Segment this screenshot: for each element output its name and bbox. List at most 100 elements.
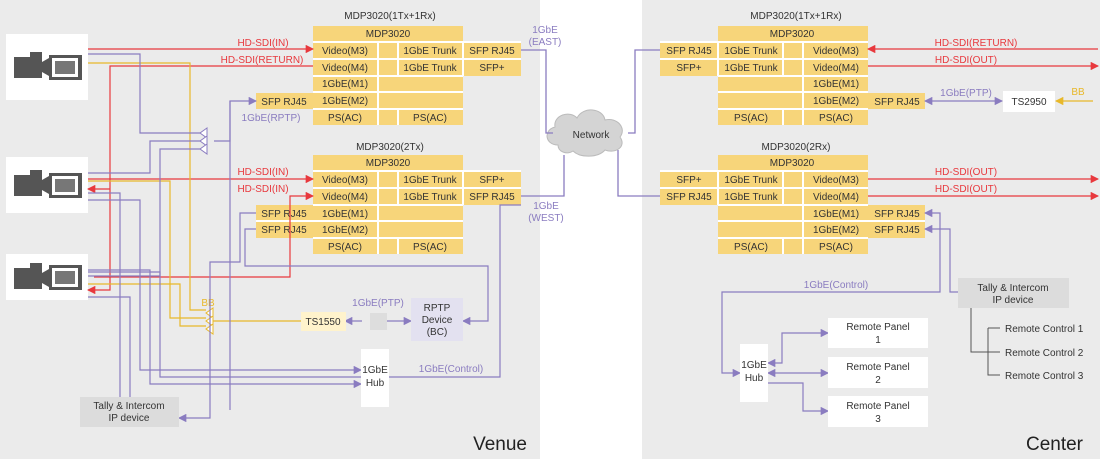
- svg-text:2: 2: [875, 375, 881, 386]
- svg-text:PS(AC): PS(AC): [734, 113, 768, 124]
- rptp-splitters: [199, 127, 208, 155]
- svg-text:TS1550: TS1550: [305, 317, 340, 328]
- svg-text:IP device: IP device: [109, 413, 150, 424]
- venue-tally-box: Tally & Intercom IP device: [80, 397, 179, 427]
- svg-text:HD-SDI(IN): HD-SDI(IN): [237, 38, 288, 49]
- camera-1: [6, 34, 88, 100]
- svg-text:Device: Device: [422, 315, 453, 326]
- svg-text:SFP RJ45: SFP RJ45: [874, 225, 920, 236]
- svg-text:MDP3020(2Tx): MDP3020(2Tx): [356, 142, 424, 153]
- camera-3: [6, 254, 88, 300]
- venue-control-links: [88, 53, 521, 423]
- svg-text:1GbE Trunk: 1GbE Trunk: [724, 46, 778, 57]
- svg-text:Remote Panel: Remote Panel: [846, 322, 909, 333]
- svg-text:(BC): (BC): [427, 327, 448, 338]
- venue-sdi-links: [86, 44, 315, 295]
- svg-text:MDP3020(1Tx+1Rx): MDP3020(1Tx+1Rx): [750, 11, 841, 22]
- svg-text:BB: BB: [1071, 87, 1085, 98]
- svg-text:1GbE: 1GbE: [741, 360, 767, 371]
- svg-text:1GbE(M1): 1GbE(M1): [813, 209, 859, 220]
- svg-text:1GbE(Control): 1GbE(Control): [419, 364, 483, 375]
- remote-control-1: Remote Control 1: [1005, 324, 1084, 335]
- svg-text:1GbE Trunk: 1GbE Trunk: [724, 192, 778, 203]
- svg-text:SFP RJ45: SFP RJ45: [469, 192, 515, 203]
- svg-text:SFP+: SFP+: [676, 63, 701, 74]
- svg-text:1GbE(M1): 1GbE(M1): [322, 79, 368, 90]
- svg-text:SFP RJ45: SFP RJ45: [261, 225, 307, 236]
- svg-text:1GbE Trunk: 1GbE Trunk: [403, 175, 457, 186]
- remote-control-3: Remote Control 3: [1005, 371, 1084, 382]
- svg-text:1GbE(PTP): 1GbE(PTP): [352, 298, 404, 309]
- rptp-device-box: RPTP Device (BC): [411, 298, 463, 341]
- svg-text:PS(AC): PS(AC): [734, 242, 768, 253]
- svg-text:HD-SDI(IN): HD-SDI(IN): [237, 167, 288, 178]
- venue-unit-top: MDP3020(1Tx+1Rx) MDP3020 Video(M3) Video…: [256, 11, 521, 125]
- svg-text:Remote Panel: Remote Panel: [846, 401, 909, 412]
- remote-control-2: Remote Control 2: [1005, 348, 1084, 359]
- svg-text:1GbE Trunk: 1GbE Trunk: [403, 46, 457, 57]
- svg-text:HD-SDI(OUT): HD-SDI(OUT): [935, 55, 997, 66]
- svg-text:Video(M3): Video(M3): [813, 46, 859, 57]
- svg-text:SFP RJ45: SFP RJ45: [666, 46, 712, 57]
- svg-text:SFP RJ45: SFP RJ45: [874, 97, 920, 108]
- center-tally-box: Tally & Intercom IP device: [958, 278, 1069, 308]
- svg-text:MDP3020: MDP3020: [770, 29, 815, 40]
- remote-panel-1: Remote Panel 1: [828, 318, 928, 348]
- svg-text:Network: Network: [573, 130, 611, 141]
- svg-text:1GbE Trunk: 1GbE Trunk: [403, 192, 457, 203]
- svg-text:1GbE Trunk: 1GbE Trunk: [403, 63, 457, 74]
- svg-text:SFP RJ45: SFP RJ45: [261, 97, 307, 108]
- svg-text:1GbE(M1): 1GbE(M1): [322, 209, 368, 220]
- svg-text:Video(M4): Video(M4): [813, 192, 859, 203]
- svg-text:SFP+: SFP+: [676, 175, 701, 186]
- svg-text:1GbE(PTP): 1GbE(PTP): [940, 88, 992, 99]
- svg-text:Tally & Intercom: Tally & Intercom: [93, 401, 164, 412]
- svg-text:(EAST): (EAST): [529, 37, 562, 48]
- svg-text:1GbE(M2): 1GbE(M2): [322, 225, 368, 236]
- svg-text:HD-SDI(IN): HD-SDI(IN): [237, 184, 288, 195]
- svg-text:MDP3020: MDP3020: [366, 158, 411, 169]
- svg-text:Video(M4): Video(M4): [322, 192, 368, 203]
- svg-text:MDP3020(2Rx): MDP3020(2Rx): [762, 142, 831, 153]
- remote-panel-3: Remote Panel 3: [828, 396, 928, 427]
- svg-text:SFP RJ45: SFP RJ45: [666, 192, 712, 203]
- ts1550-box: TS1550: [301, 312, 346, 331]
- remote-panel-2: Remote Panel 2: [828, 357, 928, 388]
- svg-text:SFP RJ45: SFP RJ45: [874, 209, 920, 220]
- svg-text:1GbE(M2): 1GbE(M2): [813, 96, 859, 107]
- center-label: Center: [1026, 434, 1084, 455]
- svg-text:1GbE: 1GbE: [532, 25, 558, 36]
- ts2950-box: TS2950: [1003, 91, 1055, 112]
- svg-text:HD-SDI(OUT): HD-SDI(OUT): [935, 184, 997, 195]
- svg-text:(WEST): (WEST): [528, 213, 564, 224]
- svg-text:3: 3: [875, 414, 881, 425]
- svg-text:RPTP: RPTP: [424, 303, 451, 314]
- svg-text:PS(AC): PS(AC): [328, 242, 362, 253]
- svg-text:PS(AC): PS(AC): [819, 113, 853, 124]
- svg-text:1GbE(RPTP): 1GbE(RPTP): [242, 113, 301, 124]
- venue-unit-bottom: MDP3020(2Tx) MDP3020 Video(M3) Video(M4)…: [256, 142, 521, 254]
- network-cloud: Network: [546, 109, 623, 157]
- svg-text:1GbE Trunk: 1GbE Trunk: [724, 175, 778, 186]
- center-control-links: [721, 208, 958, 416]
- svg-text:MDP3020: MDP3020: [770, 158, 815, 169]
- venue-bb-links: [88, 62, 301, 327]
- svg-text:MDP3020(1Tx+1Rx): MDP3020(1Tx+1Rx): [344, 11, 435, 22]
- remote-control-tree: [970, 308, 1000, 376]
- svg-text:1GbE(Control): 1GbE(Control): [804, 280, 868, 291]
- svg-text:MDP3020: MDP3020: [366, 29, 411, 40]
- svg-text:PS(AC): PS(AC): [819, 242, 853, 253]
- camera-2: [6, 157, 88, 213]
- svg-text:Tally & Intercom: Tally & Intercom: [977, 283, 1048, 294]
- svg-text:SFP+: SFP+: [479, 175, 504, 186]
- svg-text:Remote Panel: Remote Panel: [846, 362, 909, 373]
- svg-text:1GbE: 1GbE: [533, 201, 559, 212]
- svg-text:PS(AC): PS(AC): [413, 242, 447, 253]
- svg-text:Hub: Hub: [366, 378, 385, 389]
- svg-text:PS(AC): PS(AC): [413, 113, 447, 124]
- svg-text:1GbE(M1): 1GbE(M1): [813, 79, 859, 90]
- venue-label: Venue: [473, 434, 527, 455]
- svg-text:1GbE: 1GbE: [362, 365, 388, 376]
